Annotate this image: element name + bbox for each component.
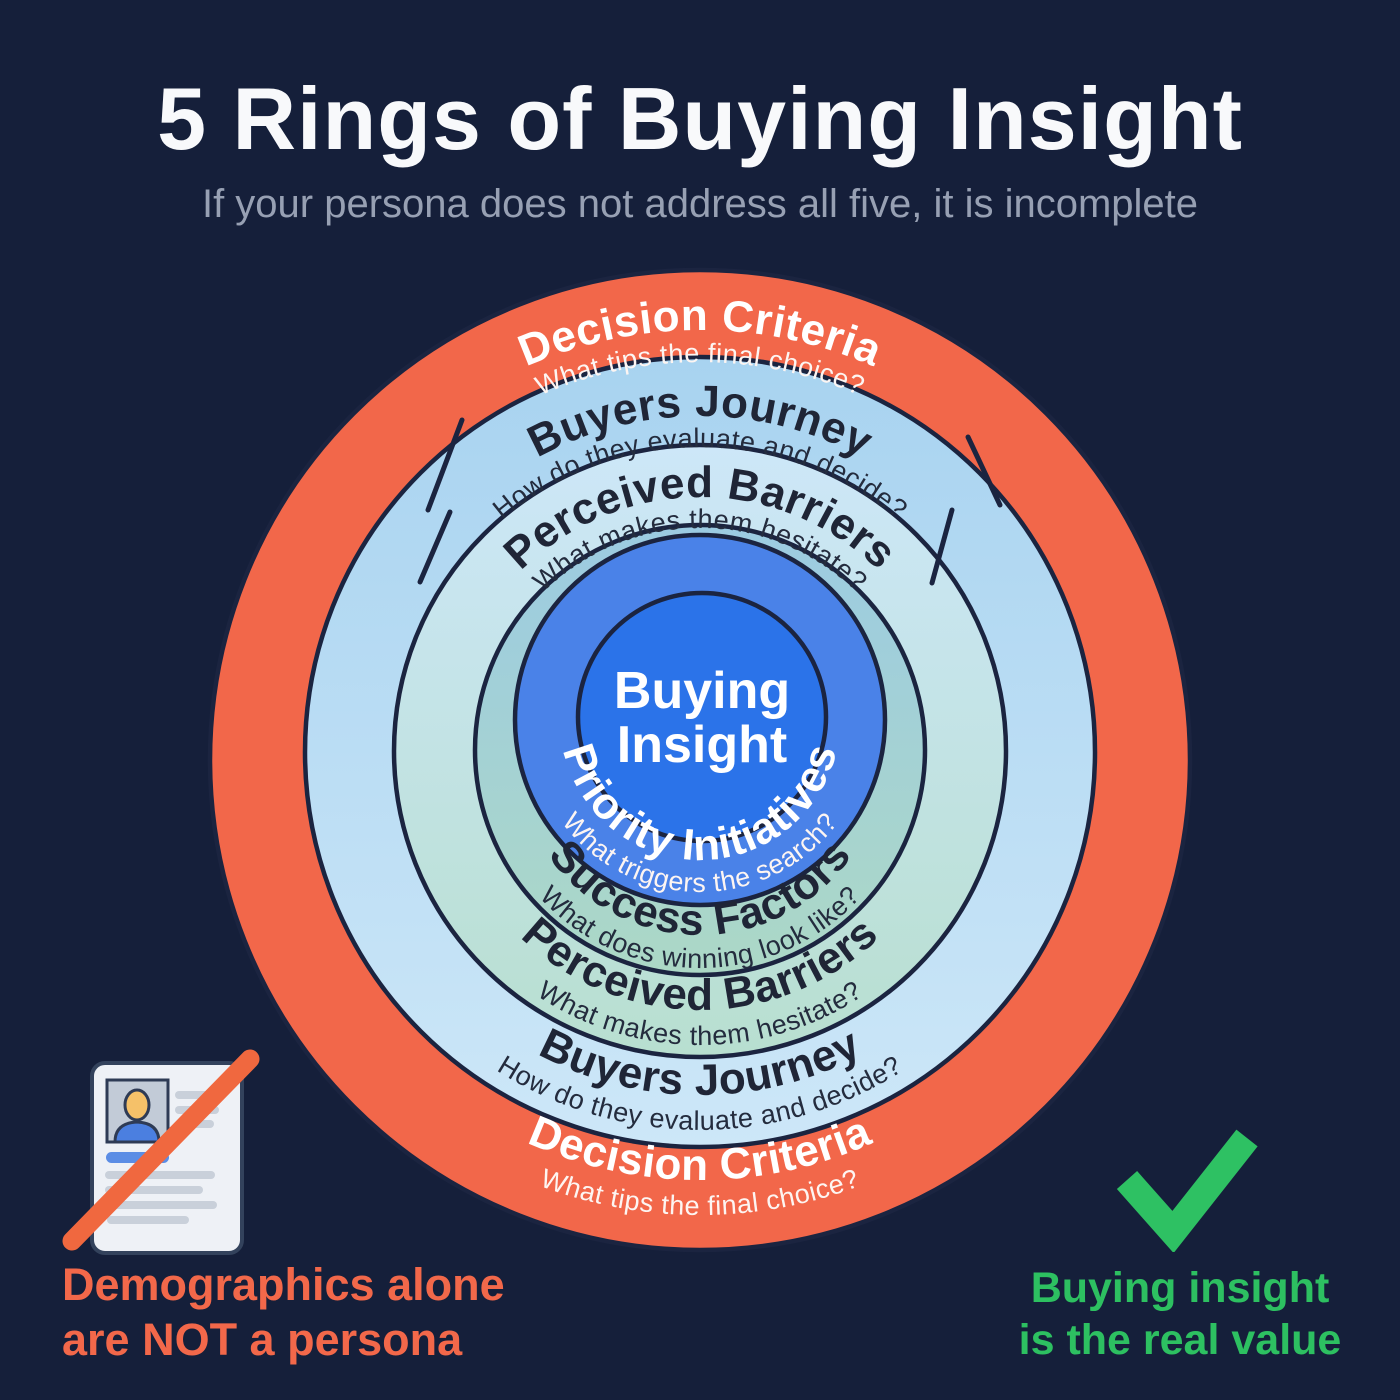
- positive-text-line2: is the real value: [1018, 1316, 1342, 1365]
- positive-text-line1: Buying insight: [1030, 1264, 1330, 1312]
- avatar-head: [123, 1088, 151, 1122]
- callout-positive: Buying insight is the real value: [985, 1262, 1375, 1367]
- svg-text:Buying: Buying: [614, 662, 790, 720]
- not-allowed-slash: [62, 1049, 260, 1251]
- svg-text:Insight: Insight: [617, 716, 787, 774]
- page-subtitle: If your persona does not address all fiv…: [201, 182, 1199, 226]
- callout-negative: Demographics alone are NOT a persona: [62, 1258, 542, 1368]
- negative-text-line1: Demographics alone: [62, 1259, 505, 1310]
- persona-avatar: [113, 1088, 161, 1142]
- negative-text-line2: are NOT a persona: [62, 1313, 463, 1365]
- center-circle-buying-insight: [575, 590, 829, 844]
- page-title: 5 Rings of Buying Insight: [157, 69, 1243, 168]
- crossed-persona-card-icon: [62, 1049, 260, 1255]
- center-label: Buying Insight: [614, 662, 790, 774]
- avatar-body: [113, 1120, 161, 1142]
- checkmark-icon: [1116, 1129, 1258, 1252]
- ribbon-cut-marks: [417, 417, 1003, 586]
